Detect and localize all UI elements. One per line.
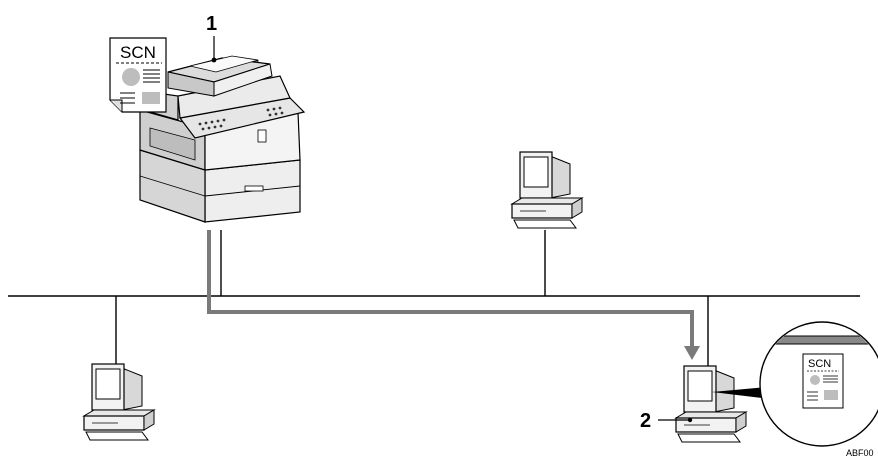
- multifunction-printer: [139, 36, 306, 223]
- zoom-doc-label: SCN: [808, 358, 831, 370]
- client-pc-top: [511, 151, 583, 229]
- callout-2-label: 2: [640, 410, 651, 432]
- zoomed-document-icon: [802, 353, 844, 409]
- scanned-document-icon: [109, 37, 167, 113]
- scan-doc-label: SCN: [120, 43, 156, 62]
- figure-code: ABF00: [846, 448, 874, 458]
- callout-1-label: 1: [206, 13, 217, 35]
- destination-pc: [675, 365, 747, 443]
- scan-flow-path: [207, 230, 694, 348]
- client-pc-left: [83, 363, 155, 441]
- scan-flow-arrowhead: [684, 346, 700, 360]
- callout-2-dot: [687, 417, 693, 423]
